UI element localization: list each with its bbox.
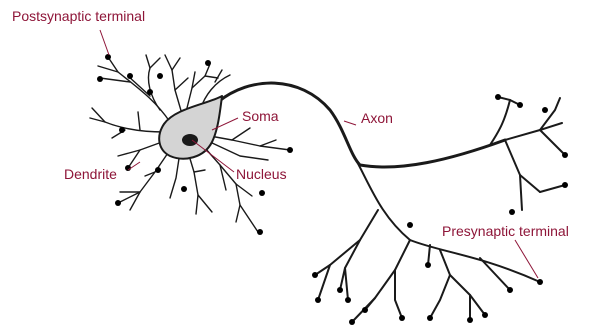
leader-postsynaptic xyxy=(100,30,109,55)
nucleus xyxy=(182,134,198,146)
label-dendrite: Dendrite xyxy=(64,166,117,182)
terminal-dots xyxy=(97,54,568,325)
leader-axon xyxy=(344,121,356,125)
axon-terminal-branches xyxy=(315,97,565,322)
label-nucleus: Nucleus xyxy=(236,166,287,182)
label-axon: Axon xyxy=(361,110,393,126)
label-presynaptic-terminal: Presynaptic terminal xyxy=(442,223,569,239)
label-postsynaptic-terminal: Postsynaptic terminal xyxy=(12,8,145,24)
label-soma: Soma xyxy=(242,108,279,124)
soma xyxy=(159,96,222,159)
